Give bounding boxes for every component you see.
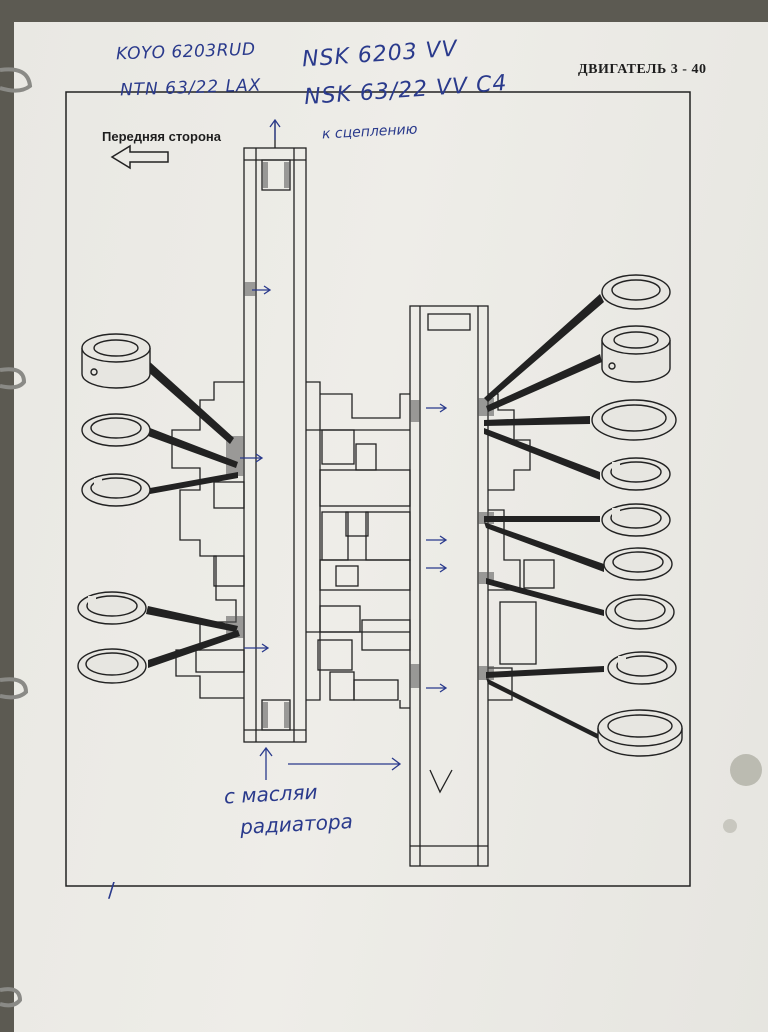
right-part-washer-4	[605, 594, 675, 630]
ink-smudge	[730, 754, 762, 786]
front-side-label: Передняя сторона	[102, 129, 221, 144]
right-part-circlip-1	[601, 457, 671, 491]
main-shaft	[243, 147, 307, 743]
middle-gears	[320, 393, 410, 419]
left-part-circlip-2	[77, 591, 147, 625]
note-margin-mark: /	[108, 878, 115, 902]
diagram-frame	[65, 91, 691, 887]
right-part-washer-1	[601, 274, 671, 310]
left-part-washer-1	[81, 413, 151, 447]
binder-ring-4	[0, 987, 23, 1008]
binder-ring-1	[0, 67, 33, 93]
left-part-washer-2	[77, 648, 147, 684]
right-part-washer-3	[603, 547, 673, 581]
binder-ring-2	[0, 367, 27, 390]
right-part-circlip-2	[601, 503, 671, 537]
binder-ring-3	[0, 677, 29, 700]
front-arrow-icon	[110, 144, 169, 170]
counter-shaft	[409, 305, 489, 867]
right-part-collar	[601, 325, 671, 383]
page-header: ДВИГАТЕЛЬ 3 - 40	[578, 62, 707, 77]
note-from-radiator-1: с масляи	[223, 779, 319, 809]
right-part-washer-5	[597, 709, 683, 757]
left-part-collar	[81, 333, 151, 389]
right-part-circlip-3	[607, 651, 677, 685]
right-part-washer-2	[591, 399, 677, 441]
left-part-circlip-1	[81, 473, 151, 507]
